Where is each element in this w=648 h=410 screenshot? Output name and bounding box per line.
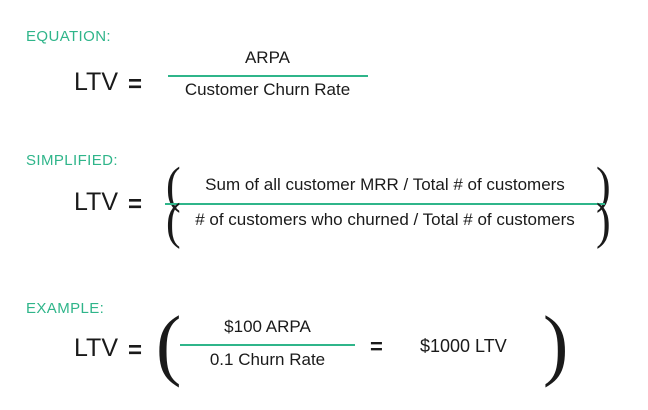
equation-fraction-bar <box>168 75 368 77</box>
section-label-example: EXAMPLE: <box>26 300 105 317</box>
equation-equals-sign: = <box>128 71 143 98</box>
equation-numerator: ARPA <box>244 48 291 67</box>
simplified-equals-sign: = <box>128 191 143 218</box>
section-label-simplified: SIMPLIFIED: <box>26 152 118 169</box>
simplified-fraction-bar <box>165 203 605 205</box>
simplified-numerator-bracket-right: ) <box>596 157 611 214</box>
equation-lhs-ltv: LTV <box>74 68 118 96</box>
example-result: $1000 LTV <box>420 336 507 356</box>
simplified-denominator: # of customers who churned / Total # of … <box>195 210 575 229</box>
example-fraction-bar <box>180 344 355 346</box>
example-denominator: 0.1 Churn Rate <box>209 350 326 369</box>
equation-denominator: Customer Churn Rate <box>184 80 351 99</box>
simplified-denominator-bracket-right: ) <box>596 193 611 250</box>
simplified-section: SIMPLIFIED: LTV = ( Sum of all customer … <box>0 140 648 270</box>
example-second-equals-sign: = <box>370 334 383 359</box>
example-section: EXAMPLE: LTV = ( $100 ARPA 0.1 Churn Rat… <box>0 290 648 405</box>
example-bracket-left: ( <box>156 299 182 389</box>
section-label-equation: EQUATION: <box>26 28 111 45</box>
example-lhs-ltv: LTV <box>74 334 118 362</box>
example-numerator: $100 ARPA <box>224 317 311 336</box>
simplified-denominator-bracket-left: ( <box>166 193 181 250</box>
simplified-lhs-ltv: LTV <box>74 188 118 216</box>
simplified-numerator: Sum of all customer MRR / Total # of cus… <box>205 175 565 194</box>
example-bracket-right: ) <box>543 299 569 389</box>
example-equals-sign: = <box>128 337 143 364</box>
simplified-numerator-bracket-left: ( <box>166 157 181 214</box>
equation-section: EQUATION: LTV = ARPA Customer Churn Rate <box>0 18 648 118</box>
